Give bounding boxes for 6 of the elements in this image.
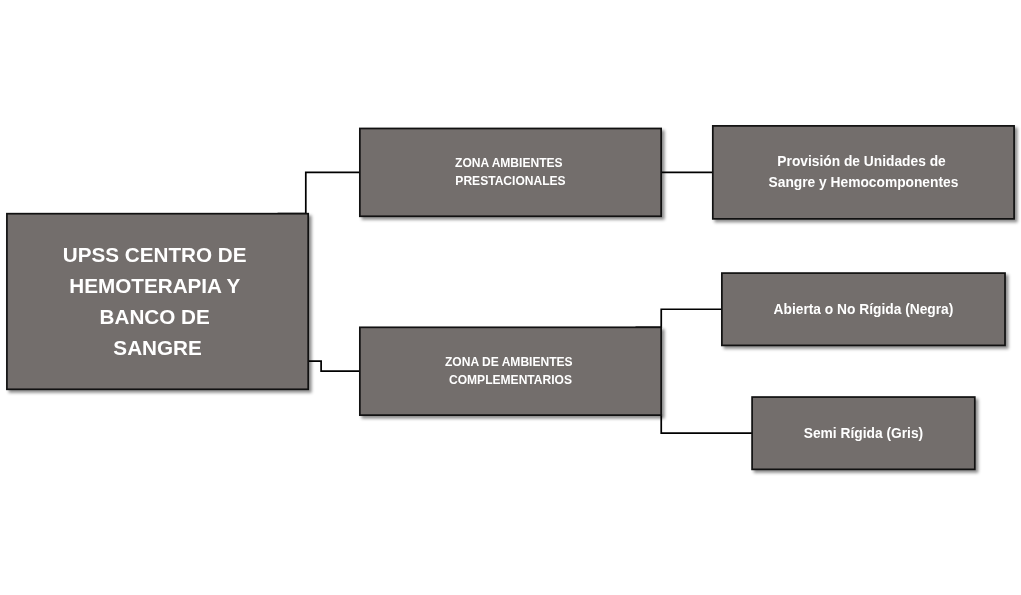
node-box: ZONA AMBIENTES PRESTACIONALES — [359, 127, 662, 217]
node-box: Semi Rígida (Gris) — [751, 396, 976, 471]
node-box: Abierta o No Rígida (Negra) — [721, 272, 1006, 347]
node-box: Provisión de Unidades de Sangre y Hemocomponentes — [711, 124, 1015, 220]
node-box: ZONA DE AMBIENTES COMPLEMENTARIOS — [359, 326, 662, 416]
node-box: UPSS CENTRO DE HEMOTERAPIA Y BANCO DE SANGRE — [6, 212, 310, 391]
